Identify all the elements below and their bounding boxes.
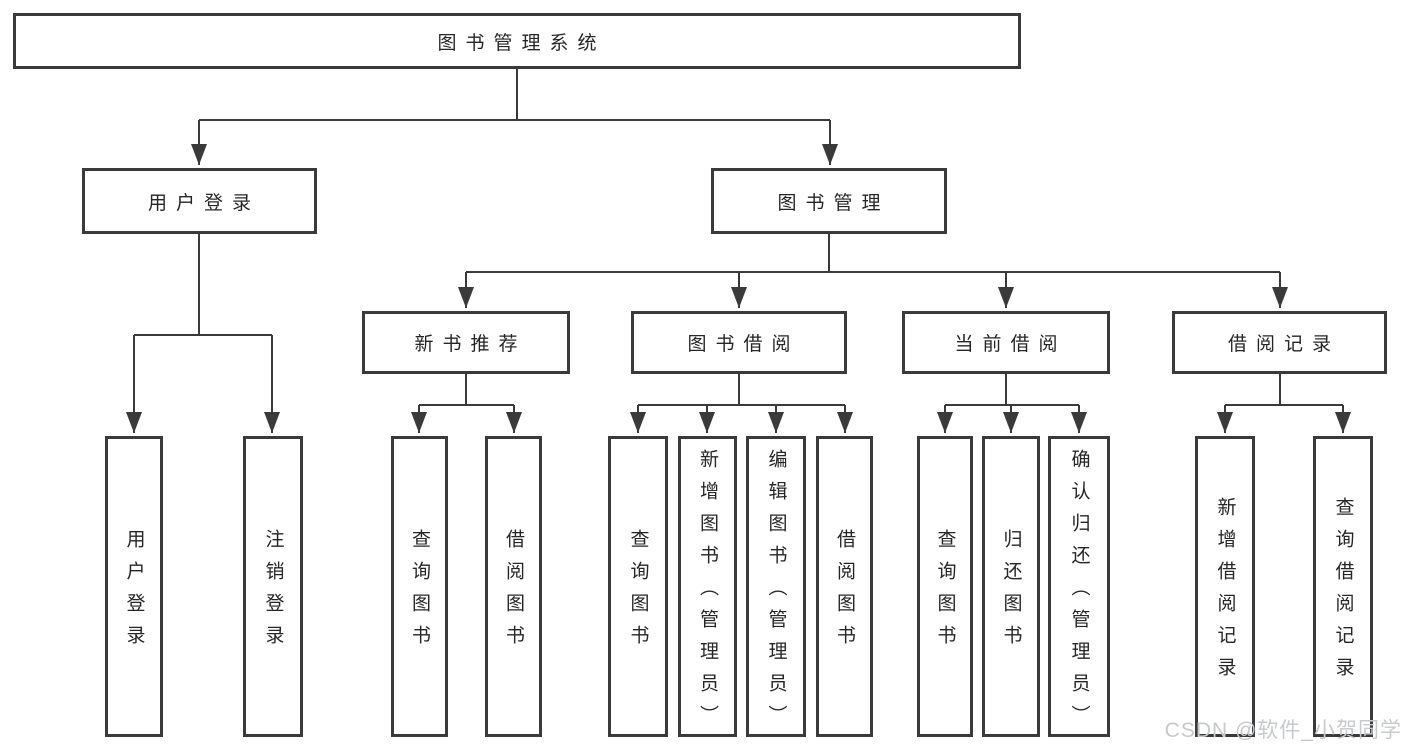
leaf-add-book-admin: 新增图书（管理员） (678, 436, 737, 737)
leaf-label: 用户登录 (123, 529, 145, 657)
node-label: 新书推荐 (414, 334, 527, 355)
leaf-borrow-books-borrowing: 借阅图书 (816, 436, 873, 737)
connector-root-to-level2 (191, 69, 838, 165)
node-label: 图书管理系统 (437, 32, 606, 54)
leaf-label: 借阅图书 (503, 529, 524, 657)
connector-new-book-recommendation-children (411, 374, 522, 433)
leaf-label: 查询借阅记录 (1332, 497, 1354, 689)
node-new-book-recommendation: 新书推荐 (362, 311, 570, 374)
leaf-label: 新增借阅记录 (1214, 497, 1236, 689)
node-label: 当前借阅 (954, 334, 1067, 355)
leaf-label: 确认归还（管理员） (1068, 449, 1090, 737)
leaf-query-books-recommend: 查询图书 (391, 436, 448, 737)
leaf-label: 新增图书（管理员） (697, 449, 718, 737)
connector-borrowing-records-children (1217, 374, 1351, 433)
node-label: 图书管理 (777, 192, 890, 214)
node-book-borrowing: 图书借阅 (631, 311, 847, 374)
node-library-system: 图书管理系统 (13, 13, 1021, 69)
leaf-user-login: 用户登录 (105, 436, 163, 737)
node-borrowing-records: 借阅记录 (1172, 311, 1387, 374)
leaf-add-borrow-record: 新增借阅记录 (1195, 436, 1255, 737)
connector-book-borrowing-children (630, 374, 853, 433)
node-label: 图书借阅 (687, 334, 800, 355)
node-label: 借阅记录 (1227, 334, 1340, 355)
node-label: 用户登录 (147, 192, 260, 214)
connector-book-management-children (458, 233, 1288, 308)
connector-current-borrowing-children (937, 374, 1087, 433)
leaf-borrow-books-recommend: 借阅图书 (485, 436, 542, 737)
leaf-label: 借阅图书 (834, 529, 855, 657)
leaf-return-books: 归还图书 (982, 436, 1040, 737)
connector-user-login-children (126, 233, 280, 433)
leaf-label: 查询图书 (409, 529, 430, 657)
node-user-login: 用户登录 (82, 168, 317, 234)
node-current-borrowing: 当前借阅 (902, 311, 1110, 374)
leaf-label: 注销登录 (262, 529, 284, 657)
leaf-label: 查询图书 (934, 529, 956, 657)
leaf-query-borrow-record: 查询借阅记录 (1313, 436, 1373, 737)
leaf-confirm-return-admin: 确认归还（管理员） (1048, 436, 1110, 737)
node-book-management: 图书管理 (711, 168, 947, 234)
leaf-logout: 注销登录 (243, 436, 303, 737)
leaf-edit-book-admin: 编辑图书（管理员） (746, 436, 806, 737)
leaf-label: 查询图书 (627, 529, 649, 657)
leaf-label: 归还图书 (1000, 529, 1022, 657)
leaf-query-books-current: 查询图书 (917, 436, 973, 737)
leaf-query-books-borrowing: 查询图书 (608, 436, 668, 737)
watermark: CSDN @软件_小贺同学 (1164, 719, 1402, 742)
leaf-label: 编辑图书（管理员） (765, 449, 787, 737)
